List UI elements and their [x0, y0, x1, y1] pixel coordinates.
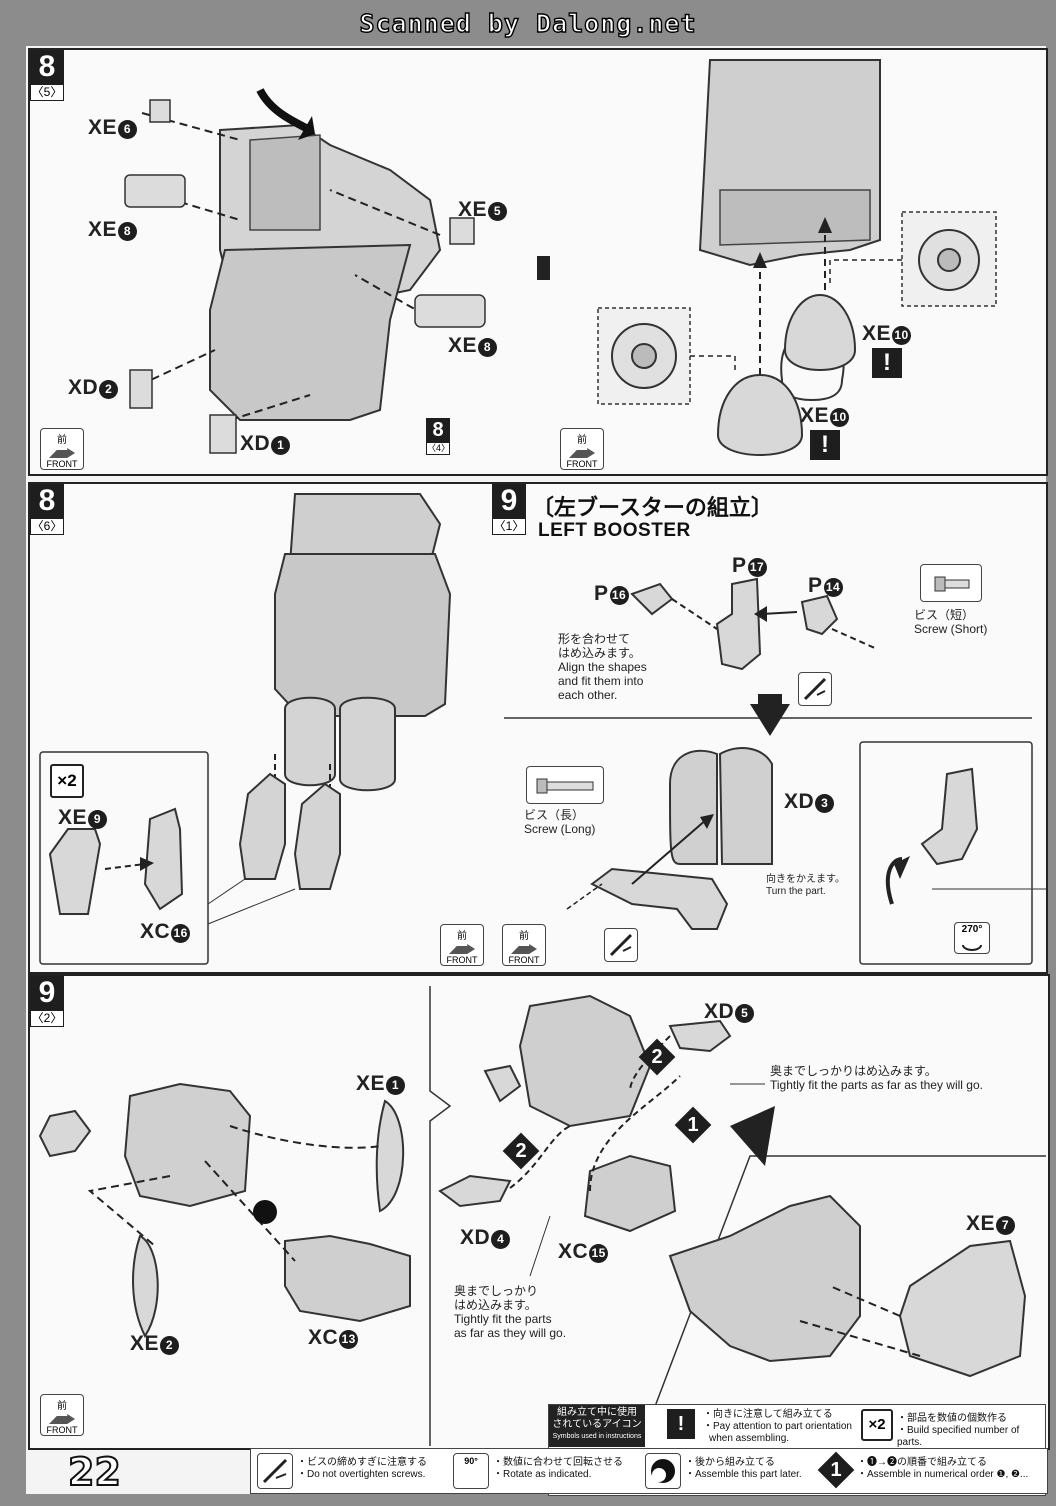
booster-body-drawing [124, 88, 486, 454]
legend-later-text: ・後から組み立てる ・Assemble this part later. [685, 1457, 802, 1480]
page-number: 22 [67, 1449, 122, 1495]
legend-x2-text: ・部品を数値の個数作る ・Build specified number of p… [897, 1413, 1020, 1448]
scan-watermark: Scanned by Dalong.net [359, 8, 697, 38]
screw-short-label: ビス（短） Screw (Short) [914, 608, 988, 636]
front-arrow-icon [49, 448, 75, 458]
quantity-x2-icon: ×2 [50, 764, 84, 798]
note-align-shapes: 形を合わせて はめ込みます。 Align the shapes and fit … [558, 632, 647, 702]
rotate-270-icon: 270° [954, 922, 990, 954]
legend-x2-icon: ×2 [861, 1409, 893, 1441]
step-substep: 〈6〉 [30, 518, 64, 535]
front-arrow-icon [449, 944, 475, 954]
symbol-legend-row2: ・ビスの締めすぎに注意する ・Do not overtighten screws… [250, 1448, 1048, 1494]
screw-short-icon [920, 564, 982, 602]
legend-orientation-text: ・向きに注意して組み立てる ・Pay attention to part ori… [703, 1409, 852, 1444]
step-substep: 〈2〉 [30, 1010, 64, 1027]
legend-rotate-text: ・数値に合わせて回転させる ・Rotate as indicated. [493, 1457, 623, 1480]
screw-long-label: ビス（長） Screw (Long) [524, 808, 596, 836]
step-substep: 〈5〉 [30, 84, 64, 101]
front-arrow-icon [49, 1414, 75, 1424]
order-step-2-icon: 2 [638, 1038, 676, 1076]
note-fit-tightly: 奥までしっかりはめ込みます。 Tightly fit the parts as … [770, 1064, 983, 1092]
step-title-jp: 〔左ブースターの組立〕 [532, 495, 773, 520]
step-badge: 9 〈1〉 [492, 484, 526, 535]
legend-rotate-icon: 90° [453, 1453, 489, 1489]
note-fit-tightly-2: 奥までしっかり はめ込みます。 Tightly fit the parts as… [454, 1284, 567, 1340]
step-substep: 〈1〉 [492, 518, 526, 535]
note-turn-part: 向きをかえます。 Turn the part. [766, 874, 845, 897]
step-number: 8 [38, 50, 56, 83]
nozzle-attach-drawing [597, 59, 997, 457]
legend-screw-text: ・ビスの締めすぎに注意する ・Do not overtighten screws… [297, 1457, 427, 1480]
step-number: 8 [38, 484, 56, 517]
screw-long-icon [526, 766, 604, 804]
left-booster-drawing [504, 577, 1046, 965]
front-arrow-icon [569, 448, 595, 458]
booster-assembly-drawing [38, 986, 1046, 1447]
ref-step-badge: 8 〈4〉 [426, 418, 451, 455]
step-badge: 9 〈2〉 [30, 976, 64, 1027]
booster-legs-drawing [39, 493, 452, 965]
step-number: 9 [500, 484, 518, 517]
screw-caution-icon-2 [604, 928, 638, 962]
legend-order-icon: 1 [817, 1451, 855, 1489]
step-number: 9 [38, 976, 56, 1009]
step-title-en: LEFT BOOSTER [538, 520, 691, 541]
legend-screw-caution-icon [257, 1453, 293, 1489]
legend-header: 組み立て中に使用 されているアイコン Symbols used in instr… [549, 1405, 645, 1447]
legend-orientation-icon: ! [667, 1409, 695, 1439]
legend-assemble-later-icon [645, 1453, 681, 1489]
screw-caution-icon [798, 672, 832, 706]
step-badge: 8 〈5〉 [30, 50, 64, 101]
orientation-warning-icon: ! [872, 348, 902, 378]
orientation-warning-icon-lower: ! [810, 430, 840, 460]
legend-order-text: ・❶→❷の順番で組み立てる ・Assemble in numerical ord… [857, 1457, 1029, 1480]
order-step-1-icon: 1 [674, 1106, 712, 1144]
front-arrow-icon [511, 944, 537, 954]
step-badge: 8 〈6〉 [30, 484, 64, 535]
order-step-2-icon-b: 2 [502, 1132, 540, 1170]
